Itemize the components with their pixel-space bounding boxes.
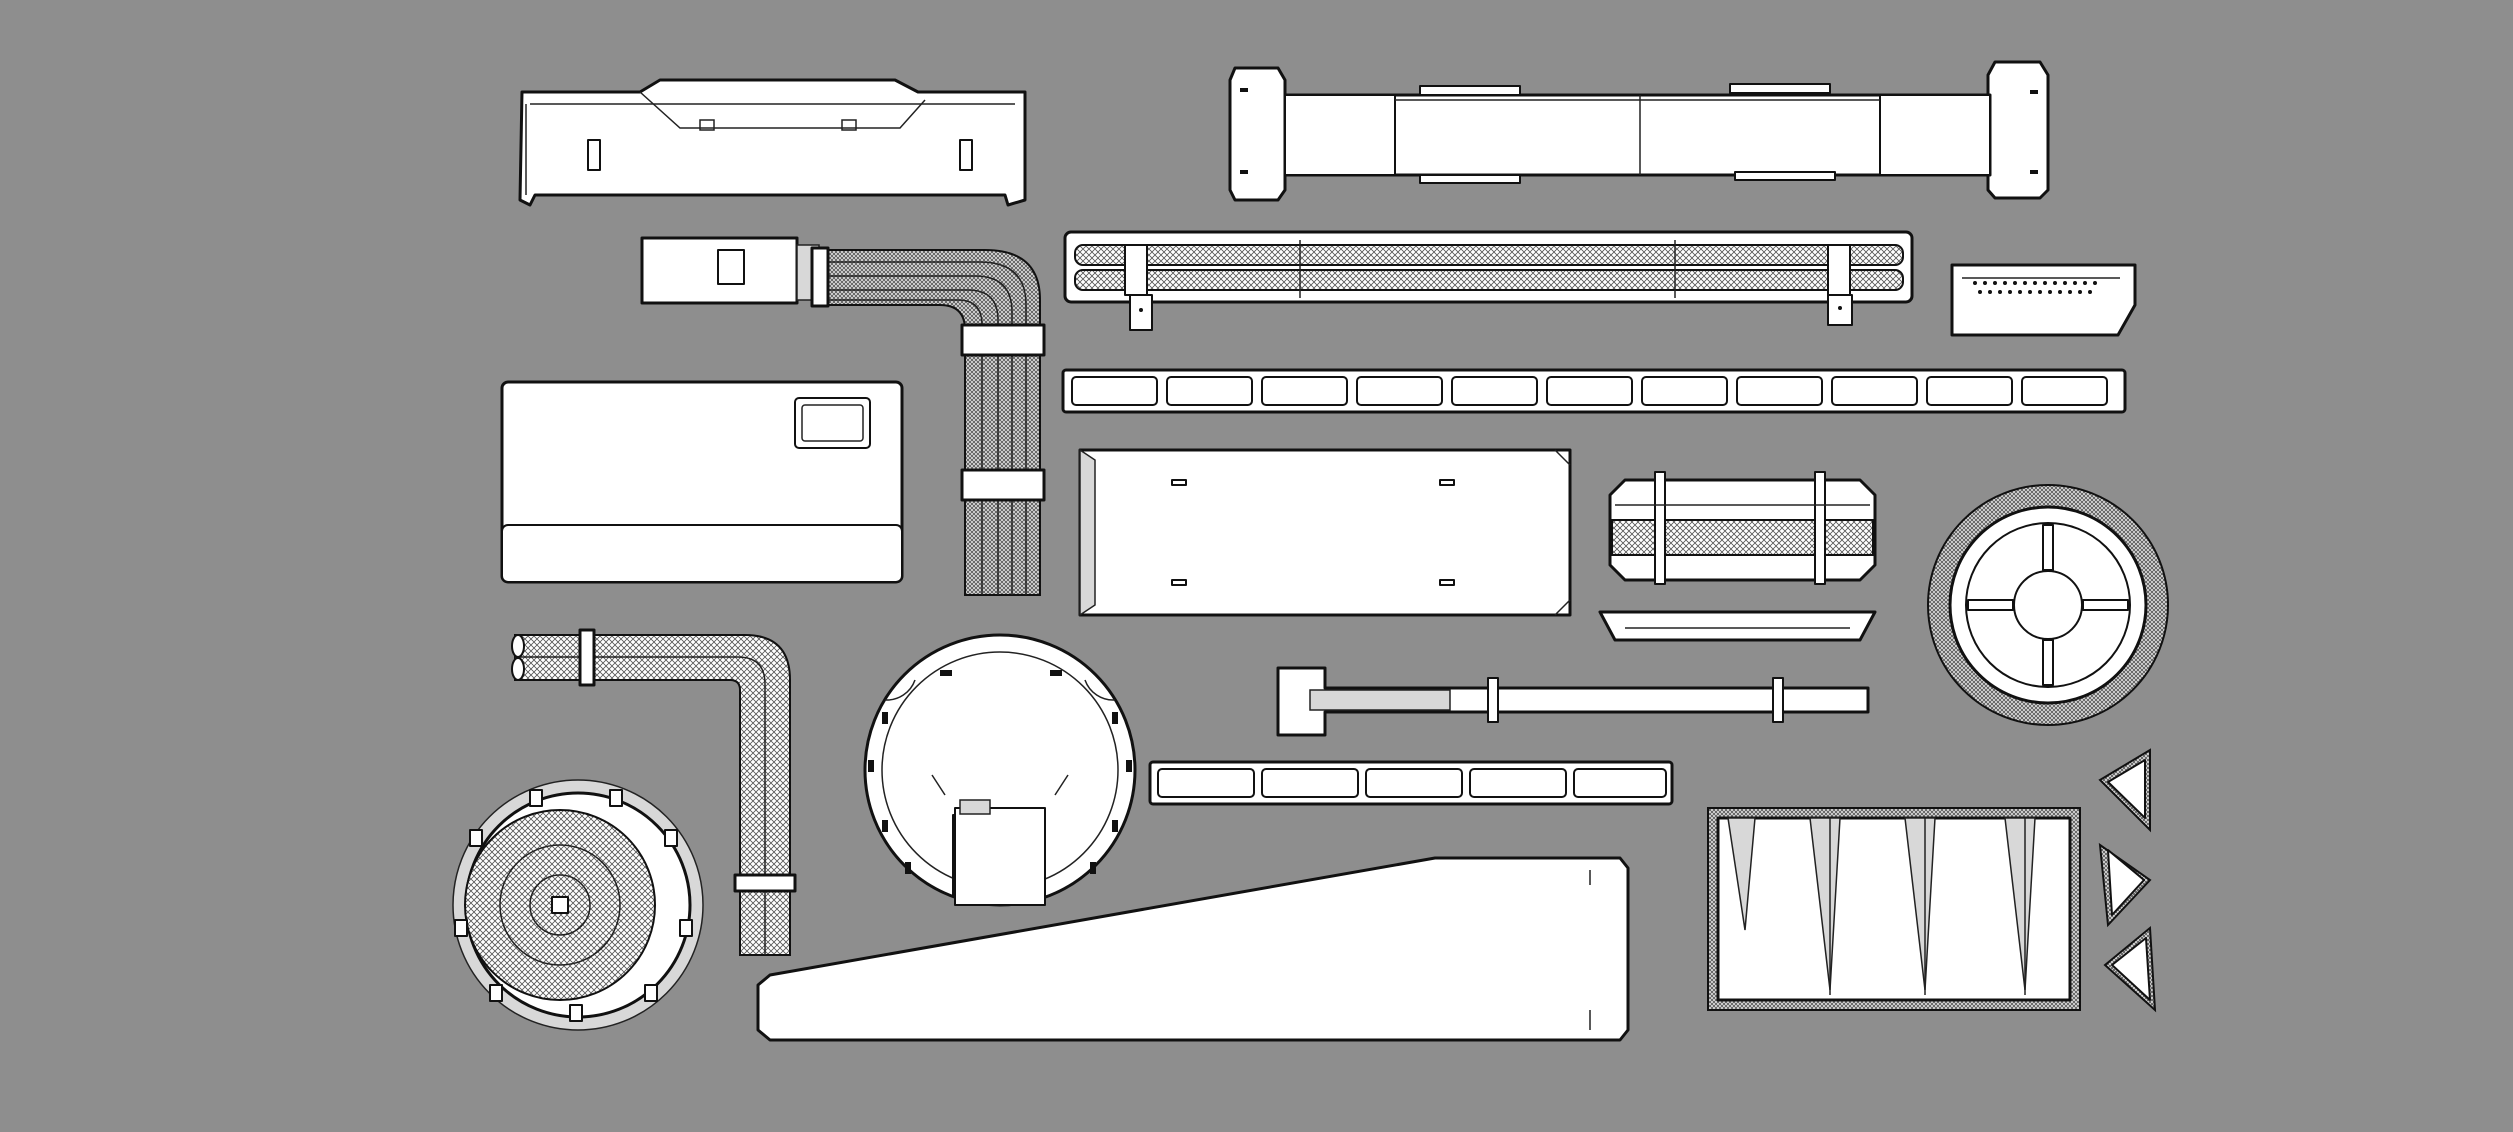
finned-panel-part[interactable] — [1707, 807, 2081, 1011]
flat-plate-part[interactable] — [1078, 448, 1572, 617]
wheel-part[interactable] — [1927, 484, 2169, 726]
radar-dish-part[interactable] — [452, 779, 704, 1031]
trapezoid-bar-part[interactable] — [1598, 610, 1877, 642]
lever-bar-part[interactable] — [1276, 666, 1870, 737]
i-beam-part[interactable] — [1228, 60, 2050, 202]
vent-plate-part[interactable] — [1950, 263, 2137, 337]
wedge-part[interactable] — [756, 856, 1630, 1042]
bracket-panel-part[interactable] — [518, 78, 1027, 207]
triangle-part-3[interactable] — [2103, 925, 2157, 1013]
cylinder-rail-part[interactable] — [1063, 230, 1914, 331]
strapped-capsule-part[interactable] — [1608, 471, 1877, 585]
segmented-strip-part[interactable] — [1061, 368, 2127, 414]
short-strip-part[interactable] — [1148, 760, 1674, 806]
elbow-pipe-part[interactable] — [511, 628, 797, 956]
control-panel-part[interactable] — [500, 380, 904, 584]
triangle-part-2[interactable] — [2098, 842, 2152, 928]
triangle-part-1[interactable] — [2098, 748, 2151, 833]
round-hatch-part[interactable] — [863, 633, 1137, 907]
cable-bundle-part[interactable] — [640, 236, 1046, 596]
